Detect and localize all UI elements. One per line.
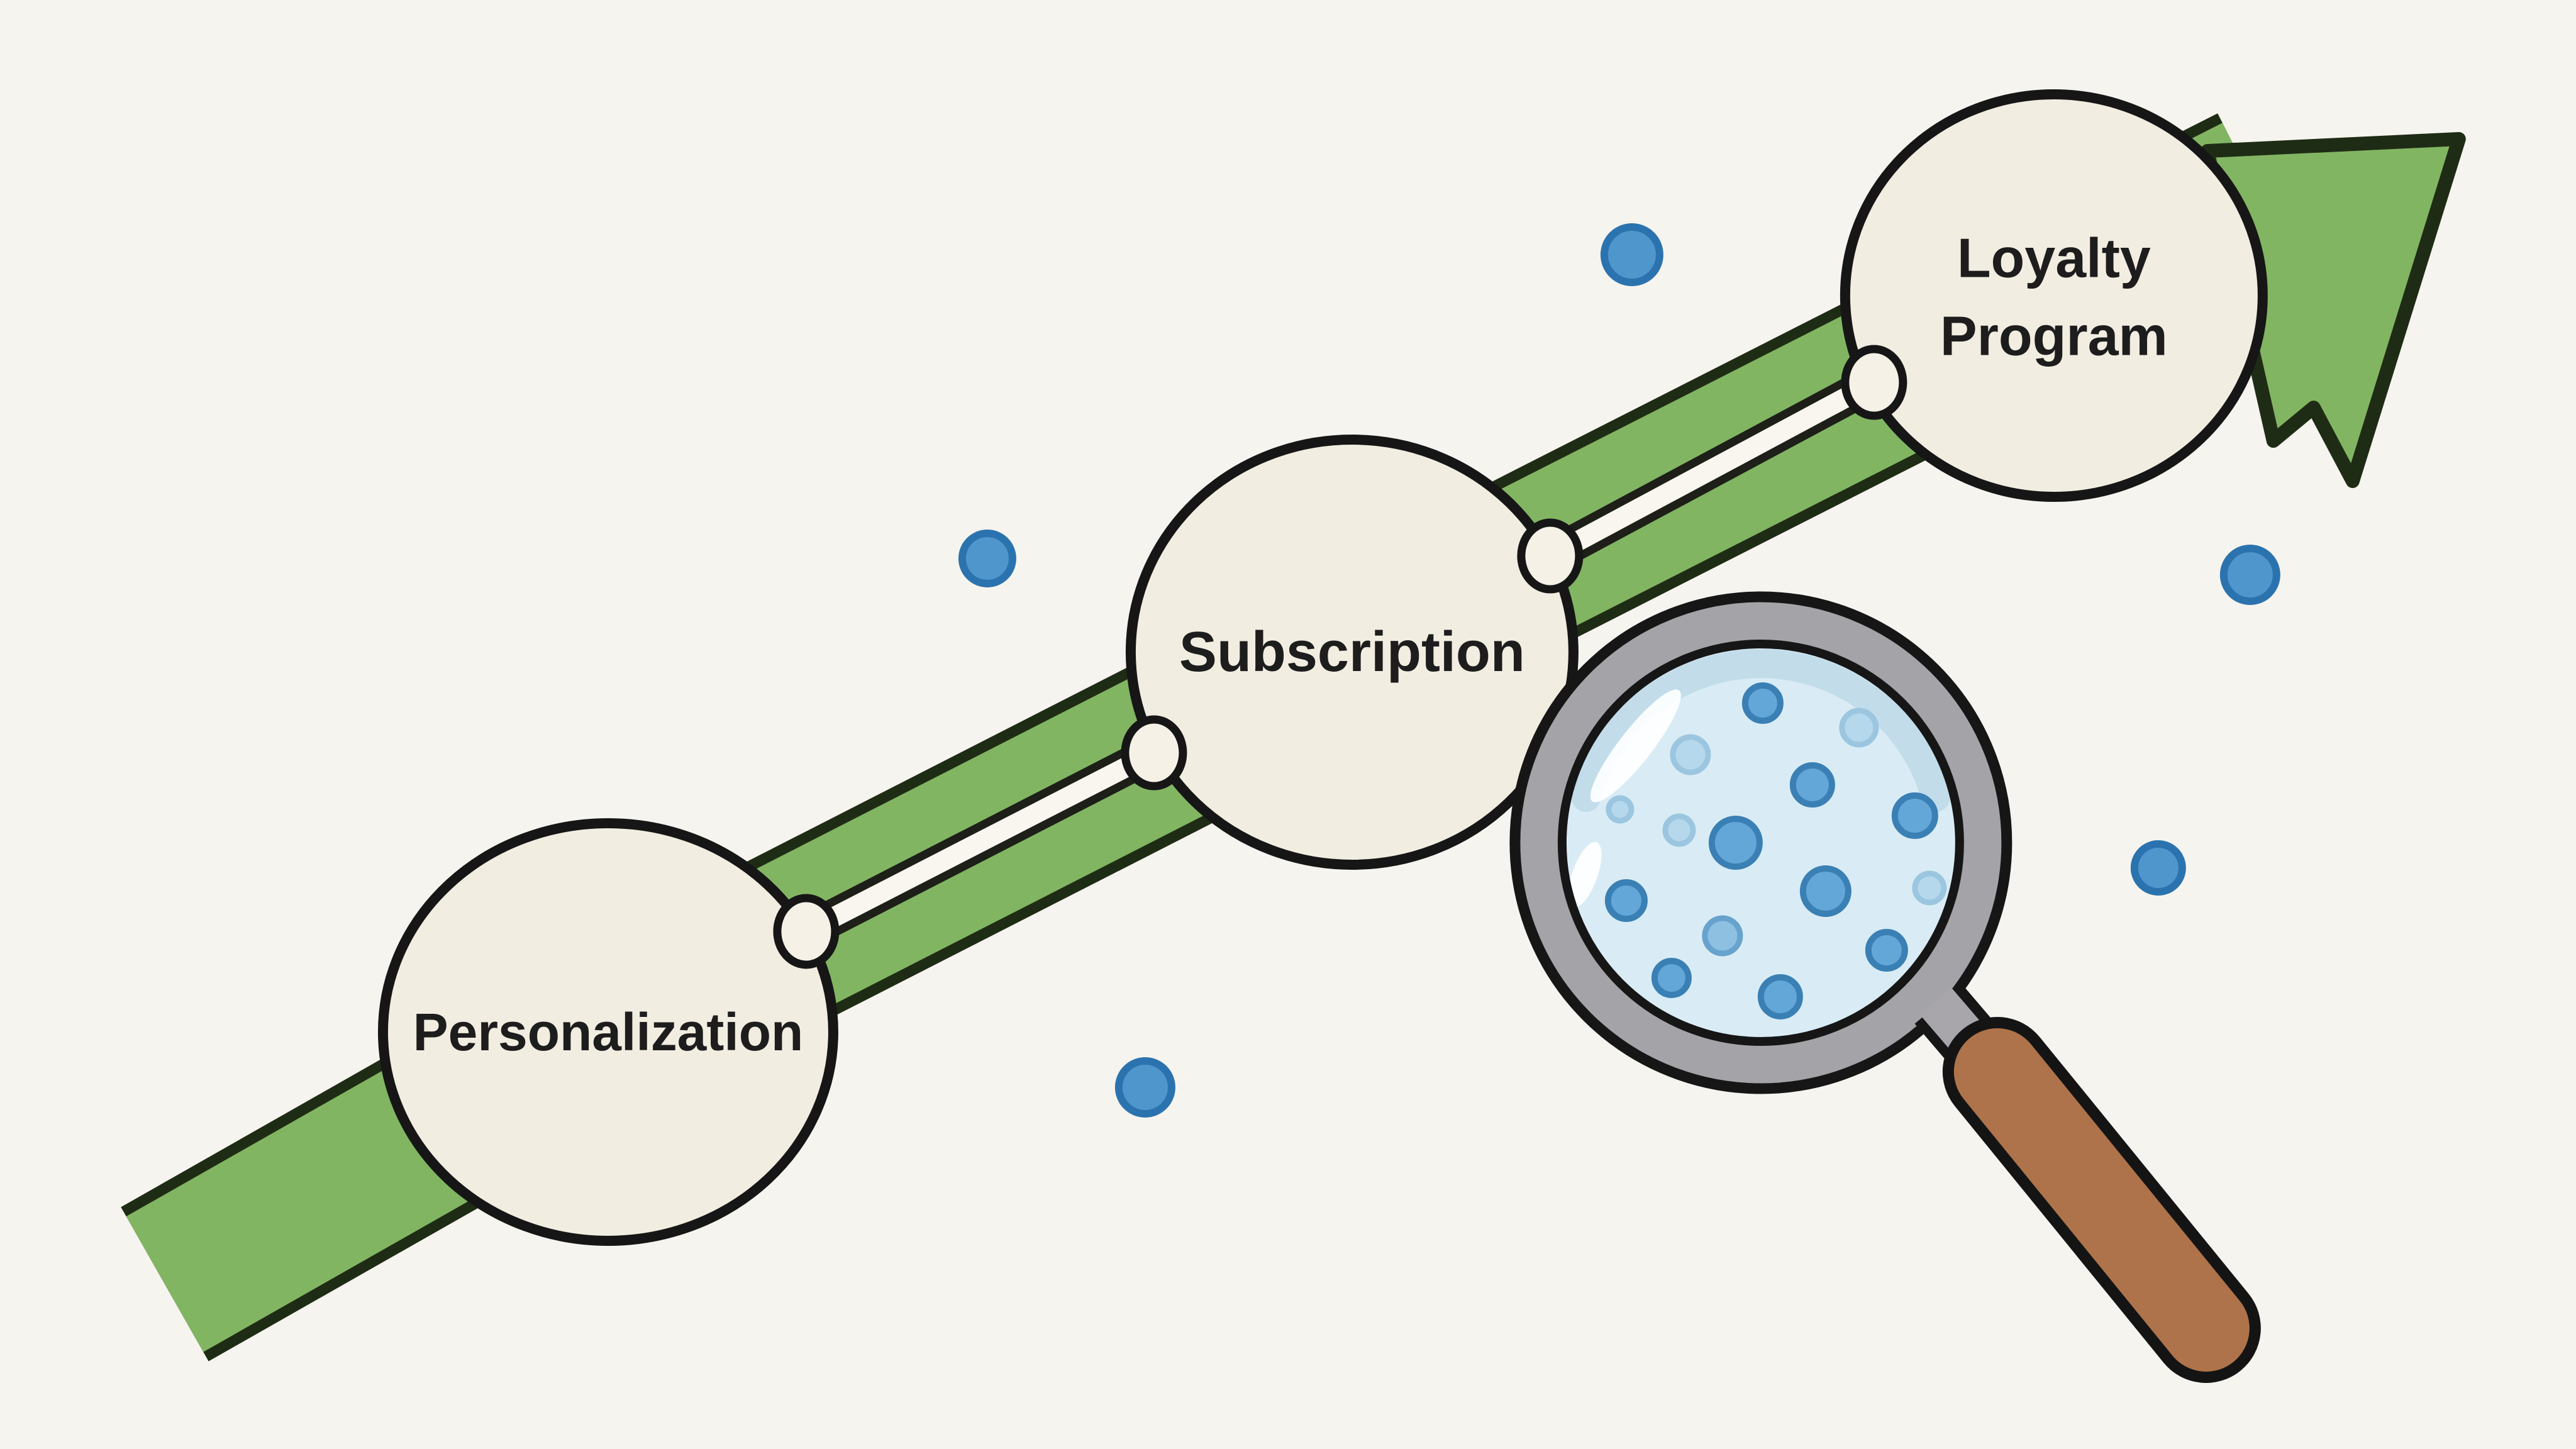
lens-dot bbox=[1651, 957, 1692, 998]
lens-dot bbox=[1702, 915, 1743, 957]
subscription-label: Subscription bbox=[1179, 621, 1525, 684]
lens-dot bbox=[1662, 813, 1696, 847]
rim-outline-outer bbox=[1509, 591, 2012, 1094]
background-dot bbox=[2219, 545, 2280, 606]
personalization-label: Personalization bbox=[413, 1002, 804, 1062]
handle bbox=[1953, 1028, 2250, 1372]
lens-gloss-large bbox=[1591, 689, 1681, 802]
node-loyalty bbox=[1841, 345, 1907, 420]
lens-dot bbox=[1891, 792, 1938, 839]
lens-dot bbox=[1865, 928, 1908, 972]
node-subscription-upper bbox=[1517, 518, 1584, 594]
lens-dot bbox=[1799, 865, 1852, 917]
connector-nodes bbox=[773, 345, 1907, 969]
background-dots bbox=[958, 223, 2280, 1118]
arrow-head bbox=[2200, 132, 2466, 489]
background-dot bbox=[1600, 223, 1663, 287]
lens-dots bbox=[1604, 682, 1947, 1019]
background-dot bbox=[958, 530, 1017, 588]
lens-top-shade bbox=[1571, 649, 1950, 812]
lens-gloss-small bbox=[1568, 841, 1602, 908]
personalization-circle bbox=[378, 818, 839, 1246]
node-personalization bbox=[773, 894, 840, 969]
background-dot bbox=[2130, 840, 2186, 896]
magnifying-glass-icon bbox=[1509, 591, 2261, 1383]
rim-outline-inner bbox=[1557, 640, 1964, 1046]
lens-dot bbox=[1757, 974, 1803, 1019]
connector-stripe-2 bbox=[1540, 372, 1884, 567]
stage-personalization: Personalization bbox=[378, 818, 839, 1246]
lens-dot bbox=[1670, 734, 1711, 775]
stage-subscription: Subscription bbox=[1126, 435, 1579, 870]
lens-dot bbox=[1606, 795, 1635, 824]
loyalty-program-label-line1: Loyalty bbox=[1957, 227, 2151, 289]
subscription-circle bbox=[1126, 435, 1579, 870]
lens-dot bbox=[1839, 708, 1879, 748]
lens-dot bbox=[1789, 762, 1835, 808]
stage-loyalty-program: Loyalty Program bbox=[1840, 89, 2268, 502]
node-subscription-lower bbox=[1121, 715, 1187, 791]
loyalty-program-label-line2: Program bbox=[1940, 305, 2168, 367]
rim-ring bbox=[1519, 601, 2002, 1084]
lens-dot bbox=[1708, 815, 1763, 870]
lens-dot bbox=[1604, 879, 1648, 922]
background-dot bbox=[1115, 1057, 1176, 1118]
lens-dot bbox=[1912, 870, 1947, 906]
connector-stripe-1 bbox=[796, 742, 1165, 941]
lens-dot bbox=[1741, 682, 1784, 724]
loyalty-program-circle bbox=[1840, 89, 2268, 502]
